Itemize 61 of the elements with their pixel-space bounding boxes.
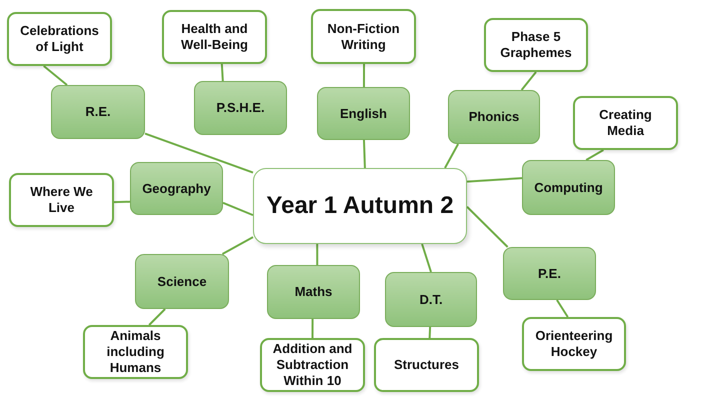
connector-line [362,140,366,168]
connector-line [556,299,569,318]
connector-line [421,244,432,272]
topic-label: Celebrations of Light [19,23,100,55]
topic-box [9,173,114,227]
subject-box [385,272,477,327]
topic-label: Where We Live [29,184,94,216]
topic-label: Phase 5 Graphemes [499,29,573,61]
topic-box [7,12,112,66]
subject-box [267,265,360,319]
topic-label: Addition and Subtraction Within 10 [272,341,354,389]
subject-label: English [340,106,387,122]
topic-label: Animals including Humans [106,328,166,376]
subject-box [522,160,615,215]
subject-box [51,85,145,139]
subject-box [503,247,596,300]
connector-line [466,177,522,183]
topic-label: Structures [394,357,460,373]
connector-line [43,65,68,86]
connector-line [222,202,254,216]
subject-box [130,162,223,215]
topic-box [311,9,416,64]
topic-box [573,96,678,150]
topic-label: Non-Fiction Writing [326,20,401,52]
connector-line [466,206,508,248]
subject-label: Computing [534,180,603,196]
subject-label: Geography [142,180,211,196]
connector-line [586,149,604,161]
subject-label: Maths [294,284,332,300]
subject-label: P.E. [538,266,561,282]
subject-label: Science [157,274,207,290]
topic-label: Orienteering Hockey [534,328,614,360]
topic-label: Health and Well-Being [180,21,249,53]
topic-box [374,338,479,392]
subject-box [135,254,229,309]
subject-box [194,81,287,135]
connector-line [362,64,366,87]
subject-label: Phonics [468,109,520,125]
topic-label: Creating Media [598,107,653,139]
connector-line [222,236,254,255]
connector-line [144,132,254,174]
connector-line [220,64,224,82]
central-topic-label: Year 1 Autumn 2 [266,192,454,220]
central-topic-box [253,168,467,244]
topic-box [522,317,626,371]
topic-box [484,18,588,72]
connector-line [444,144,459,168]
subject-box [317,87,410,140]
subject-label: D.T. [419,292,443,308]
topic-box [162,10,267,64]
connector-line [148,308,166,326]
connector-line [312,319,314,338]
connector-line [428,326,432,338]
subject-label: P.S.H.E. [216,100,265,116]
connector-line [114,200,130,204]
connector-line [316,244,318,265]
connector-line [520,71,537,91]
subject-label: R.E. [85,104,111,120]
topic-box [83,325,188,379]
topic-box [260,338,365,392]
subject-box [448,90,540,144]
